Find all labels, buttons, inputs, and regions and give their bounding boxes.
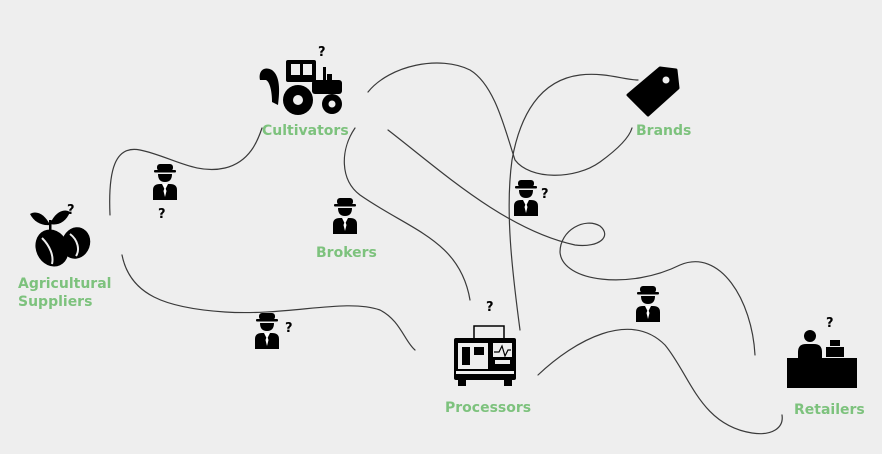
price-tag-icon: [626, 66, 680, 117]
cultivators-label: Cultivators: [262, 123, 349, 139]
question-mark: ?: [318, 45, 326, 60]
connection-curve: [387, 129, 756, 356]
question-mark: ?: [826, 316, 834, 331]
question-mark: ?: [486, 300, 494, 315]
processing-machine-icon: [454, 325, 516, 386]
connection-lines: [109, 62, 783, 435]
broker-person-icon: [255, 313, 279, 349]
agricultural-suppliers-label: Agricultural Suppliers: [18, 276, 112, 310]
connection-curve: [508, 73, 639, 331]
brands-label: Brands: [636, 123, 692, 139]
connection-curve: [343, 127, 471, 301]
question-mark: ?: [158, 207, 166, 222]
broker-person-icon: [636, 286, 660, 322]
connection-curve: [537, 328, 783, 435]
brokers-label: Brokers: [316, 245, 377, 261]
connection-curve: [109, 127, 263, 216]
broker-person-icon: [333, 198, 357, 234]
question-mark: ?: [67, 203, 75, 218]
processors-label: Processors: [445, 400, 532, 416]
question-mark: ?: [541, 187, 549, 202]
cashier-counter-icon: [787, 330, 857, 388]
broker-person-icon: [514, 180, 538, 216]
question-mark: ?: [285, 321, 293, 336]
retailers-label: Retailers: [794, 402, 865, 418]
connection-curve: [121, 254, 416, 351]
connection-curve: [367, 62, 633, 176]
broker-person-icon: [153, 164, 177, 200]
tractor-icon: [259, 60, 342, 115]
sprout-seeds-icon: [30, 210, 91, 267]
